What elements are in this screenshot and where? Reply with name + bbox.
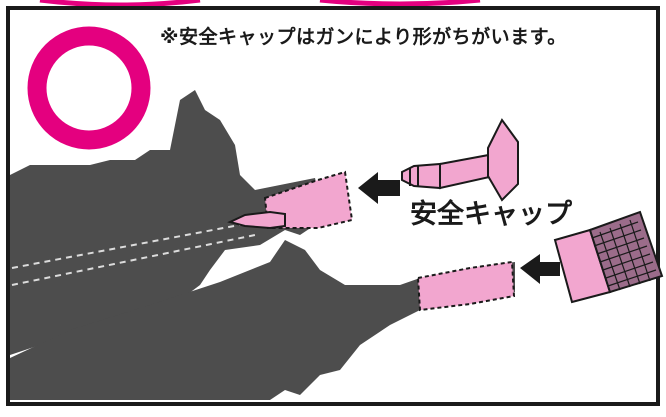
gun-centerline-lower: [11, 234, 256, 286]
knurled-cap-icon: [553, 210, 664, 304]
bottom-gun-cap-area: [418, 262, 514, 310]
clipped-heading-fragment: [39, 0, 481, 8]
arrow-left-icon: [358, 172, 400, 204]
gun-centerline: [11, 221, 256, 269]
note-text: ※安全キャップはガンにより形がちがいます。: [160, 26, 567, 48]
arrow-left-icon-lower: [520, 254, 560, 284]
needle-cap-icon: [401, 118, 519, 202]
inner-needle: [227, 210, 286, 230]
bottom-gun-body: [10, 240, 515, 400]
top-gun-body: [10, 90, 350, 355]
frame-border: [6, 6, 660, 406]
safety-cap-label: 安全キャップ: [410, 199, 572, 230]
top-gun-cap-area: [265, 172, 352, 228]
bottom-cap-outline: [416, 260, 516, 312]
correct-circle-icon: [27, 26, 151, 150]
